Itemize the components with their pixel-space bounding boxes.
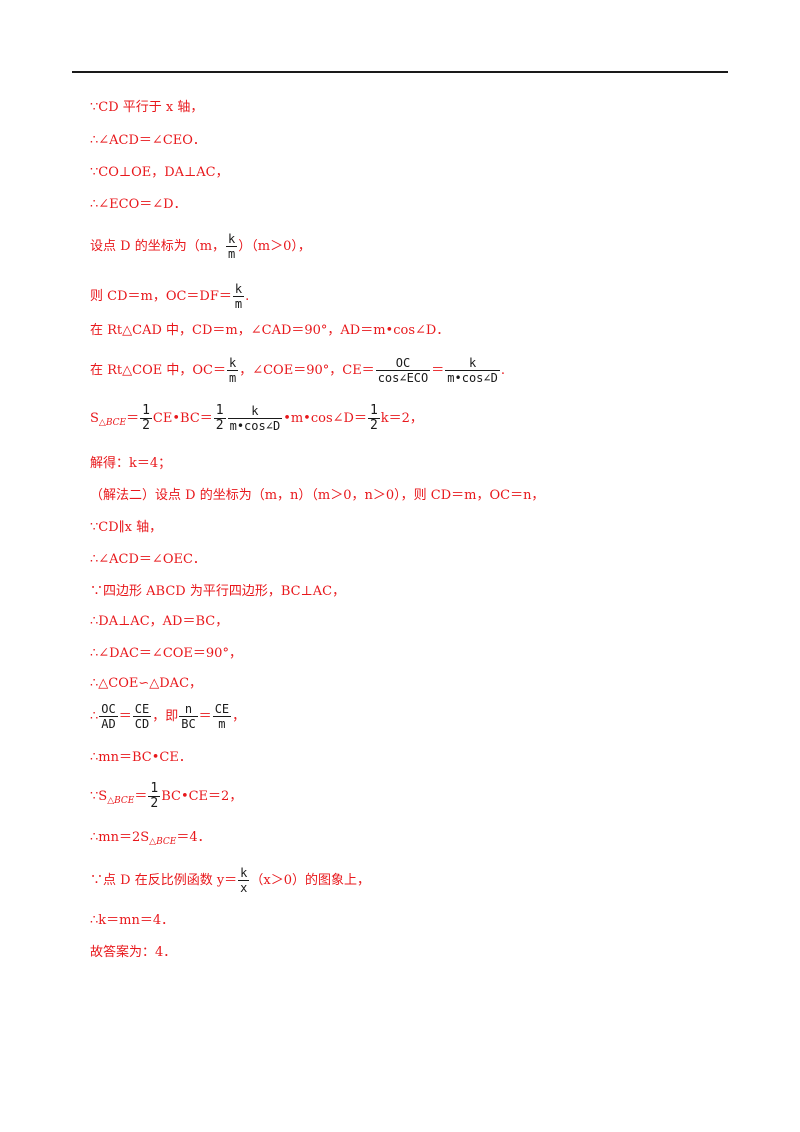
line-3: ∵CO⊥OE，DA⊥AC， [90,165,229,180]
line-2: ∴∠ACD＝∠CEO． [90,133,206,148]
line-17: ∴△COE∽△DAC， [90,676,203,691]
line-21: ∴mn＝2S△BCE＝4． [90,830,211,847]
line-12: ∵CD∥x 轴， [90,520,163,535]
line-16: ∴∠DAC＝∠COE＝90°， [90,646,242,661]
line-10: 解得：k＝4； [90,456,172,471]
line-11: （解法二）设点 D 的坐标为（m，n）（m＞0，n＞0），则 CD＝m，OC＝n… [90,488,545,503]
line-15: ∴DA⊥AC，AD＝BC， [90,614,229,629]
line-23: ∴k＝mn＝4． [90,913,175,928]
line-1: ∵CD 平行于 x 轴， [90,100,204,115]
line-19: ∴mn＝BC•CE． [90,750,192,765]
line-13: ∴∠ACD＝∠OEC． [90,552,206,567]
line-7: 在 Rt△CAD 中，CD＝m，∠CAD＝90°，AD＝m•cos∠D． [90,323,450,338]
line-24: 故答案为：4． [90,945,177,960]
line-4: ∴∠ECO＝∠D． [90,197,187,212]
header-rule [72,71,728,73]
line-14: ∵四边形 ABCD 为平行四边形，BC⊥AC， [90,584,346,599]
